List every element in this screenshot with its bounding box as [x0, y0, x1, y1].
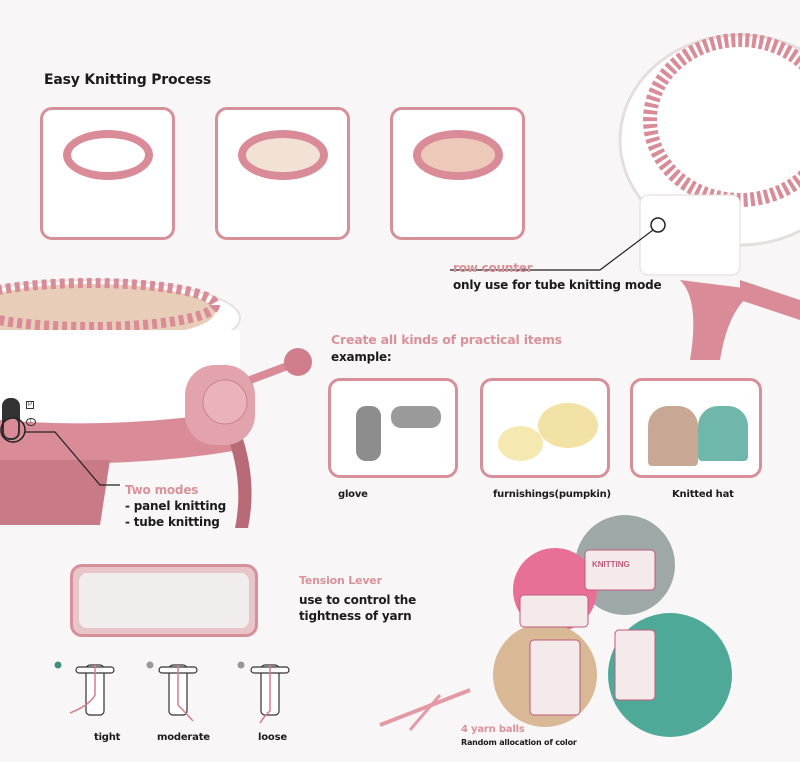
modes-title: Two modes: [125, 483, 199, 497]
tension-loose-label: loose: [258, 732, 287, 743]
item-label-pumpkin: furnishings(pumpkin): [493, 489, 611, 500]
knitting-machine-top-right: [450, 33, 800, 360]
tension-lever-image: [70, 564, 258, 637]
item-label-glove: glove: [338, 489, 368, 500]
glove-image: [328, 378, 458, 478]
process-step-1-image: [40, 107, 175, 240]
mode-panel: - panel knitting: [125, 499, 226, 513]
yarn-ball-label: KNITTING: [592, 560, 630, 569]
process-step-3-image: [390, 107, 525, 240]
yarn-title: 4 yarn balls: [461, 724, 525, 735]
mode-tube: - tube knitting: [125, 515, 220, 529]
yarn-note: Random allocation of color: [461, 738, 577, 747]
tension-line-2: tightness of yarn: [299, 609, 412, 623]
hat-image: [630, 378, 762, 478]
tension-title: Tension Lever: [299, 574, 382, 587]
item-label-hat: Knitted hat: [672, 489, 734, 500]
tension-line-1: use to control the: [299, 593, 417, 607]
yarn-balls-illustration: [379, 515, 732, 737]
knitting-machine-left: [0, 278, 312, 528]
tension-moderate-label: moderate: [157, 732, 210, 743]
items-title: Create all kinds of practical items: [331, 332, 562, 347]
process-step-2-image: [215, 107, 350, 240]
tension-lever-icons: [69, 664, 290, 724]
items-subtitle: example:: [331, 350, 392, 364]
row-counter-note: only use for tube knitting mode: [453, 278, 662, 292]
process-title: Easy Knitting Process: [44, 72, 212, 88]
tension-tight-label: tight: [94, 732, 121, 743]
tube-mode-mark: T: [26, 418, 36, 426]
row-counter-label: row counter: [453, 261, 533, 275]
pumpkin-image: [480, 378, 610, 478]
step-number-badges: [54, 661, 245, 669]
panel-mode-mark: P: [26, 401, 35, 409]
